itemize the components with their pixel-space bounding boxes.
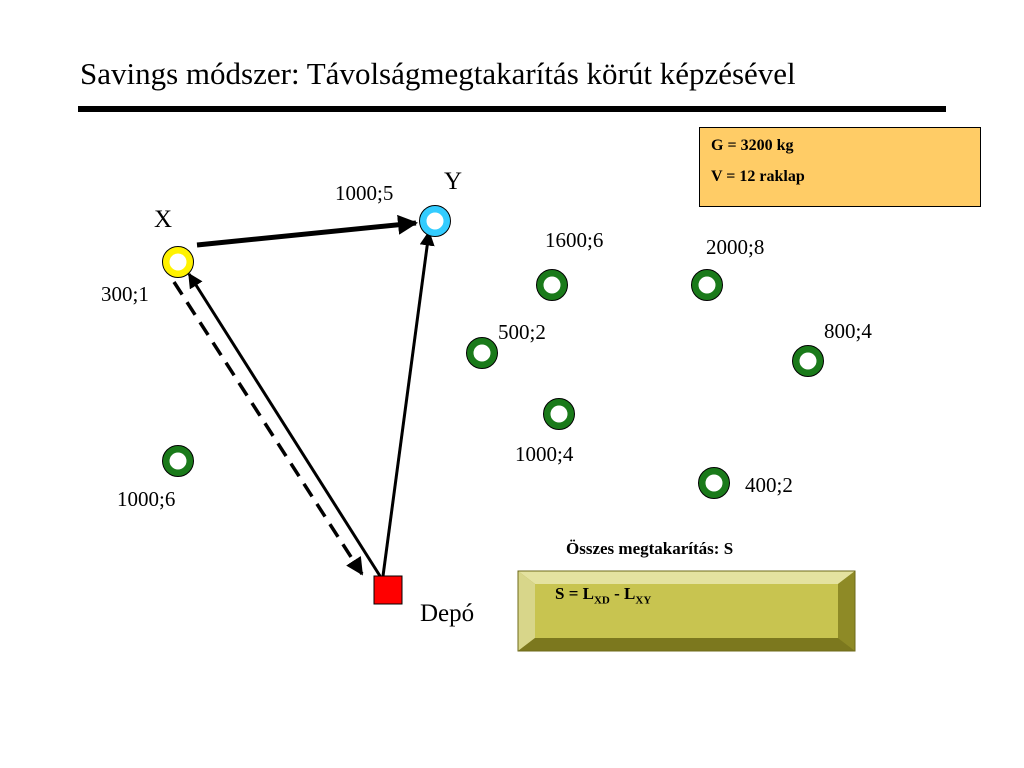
node-y-name: Y (444, 168, 463, 195)
node-x-label: 300;1 (101, 282, 149, 306)
node-customer-1600 (536, 269, 568, 301)
title-underline (78, 106, 946, 112)
node-customer-400 (698, 467, 730, 499)
savings-bevel-box (517, 570, 856, 652)
node-customer-500 (466, 337, 498, 369)
capacity-pallets: V = 12 raklap (711, 168, 805, 185)
node-customer-1000-4 (543, 398, 575, 430)
savings-title: Összes megtakarítás: S (566, 539, 734, 558)
node-c5-label: 1000;4 (515, 442, 574, 466)
customer-nodes (162, 269, 824, 499)
edge-depot-to-y (381, 230, 435, 577)
node-customer-2000 (691, 269, 723, 301)
node-y (419, 205, 451, 237)
node-x (162, 246, 194, 278)
node-x-outline (162, 246, 194, 278)
node-c6-label: 1000;6 (117, 487, 176, 511)
depot-name: Depó (420, 600, 475, 627)
node-x-name: X (154, 206, 173, 233)
formula-sub-xd: XD (593, 594, 610, 607)
edge-depot-to-x (187, 272, 382, 577)
node-c4-label: 800;4 (824, 319, 872, 343)
edge-x-to-y (196, 214, 418, 248)
capacity-weight: G = 3200 kg (711, 137, 794, 154)
node-y-label: 1000;5 (335, 181, 394, 205)
node-customer-1000-6 (162, 445, 194, 477)
slide-title: Savings módszer: Távolságmegtakarítás kö… (80, 56, 796, 91)
node-c1-label: 1600;6 (545, 228, 604, 252)
depot-square (373, 575, 403, 605)
node-c2-label: 2000;8 (706, 235, 765, 259)
node-c7-label: 400;2 (745, 473, 793, 497)
node-customer-800 (792, 345, 824, 377)
edge-x-to-depot-dashed (172, 281, 364, 576)
node-c3-label: 500;2 (498, 320, 546, 344)
vehicle-params-box: G = 3200 kg V = 12 raklap (699, 127, 981, 207)
formula-prefix: S = L (555, 584, 594, 603)
formula-sub-xy: XY (635, 594, 652, 607)
savings-formula: S = LXD - LXY (555, 584, 651, 606)
formula-minus: - L (609, 584, 636, 603)
node-y-outline (419, 205, 451, 237)
